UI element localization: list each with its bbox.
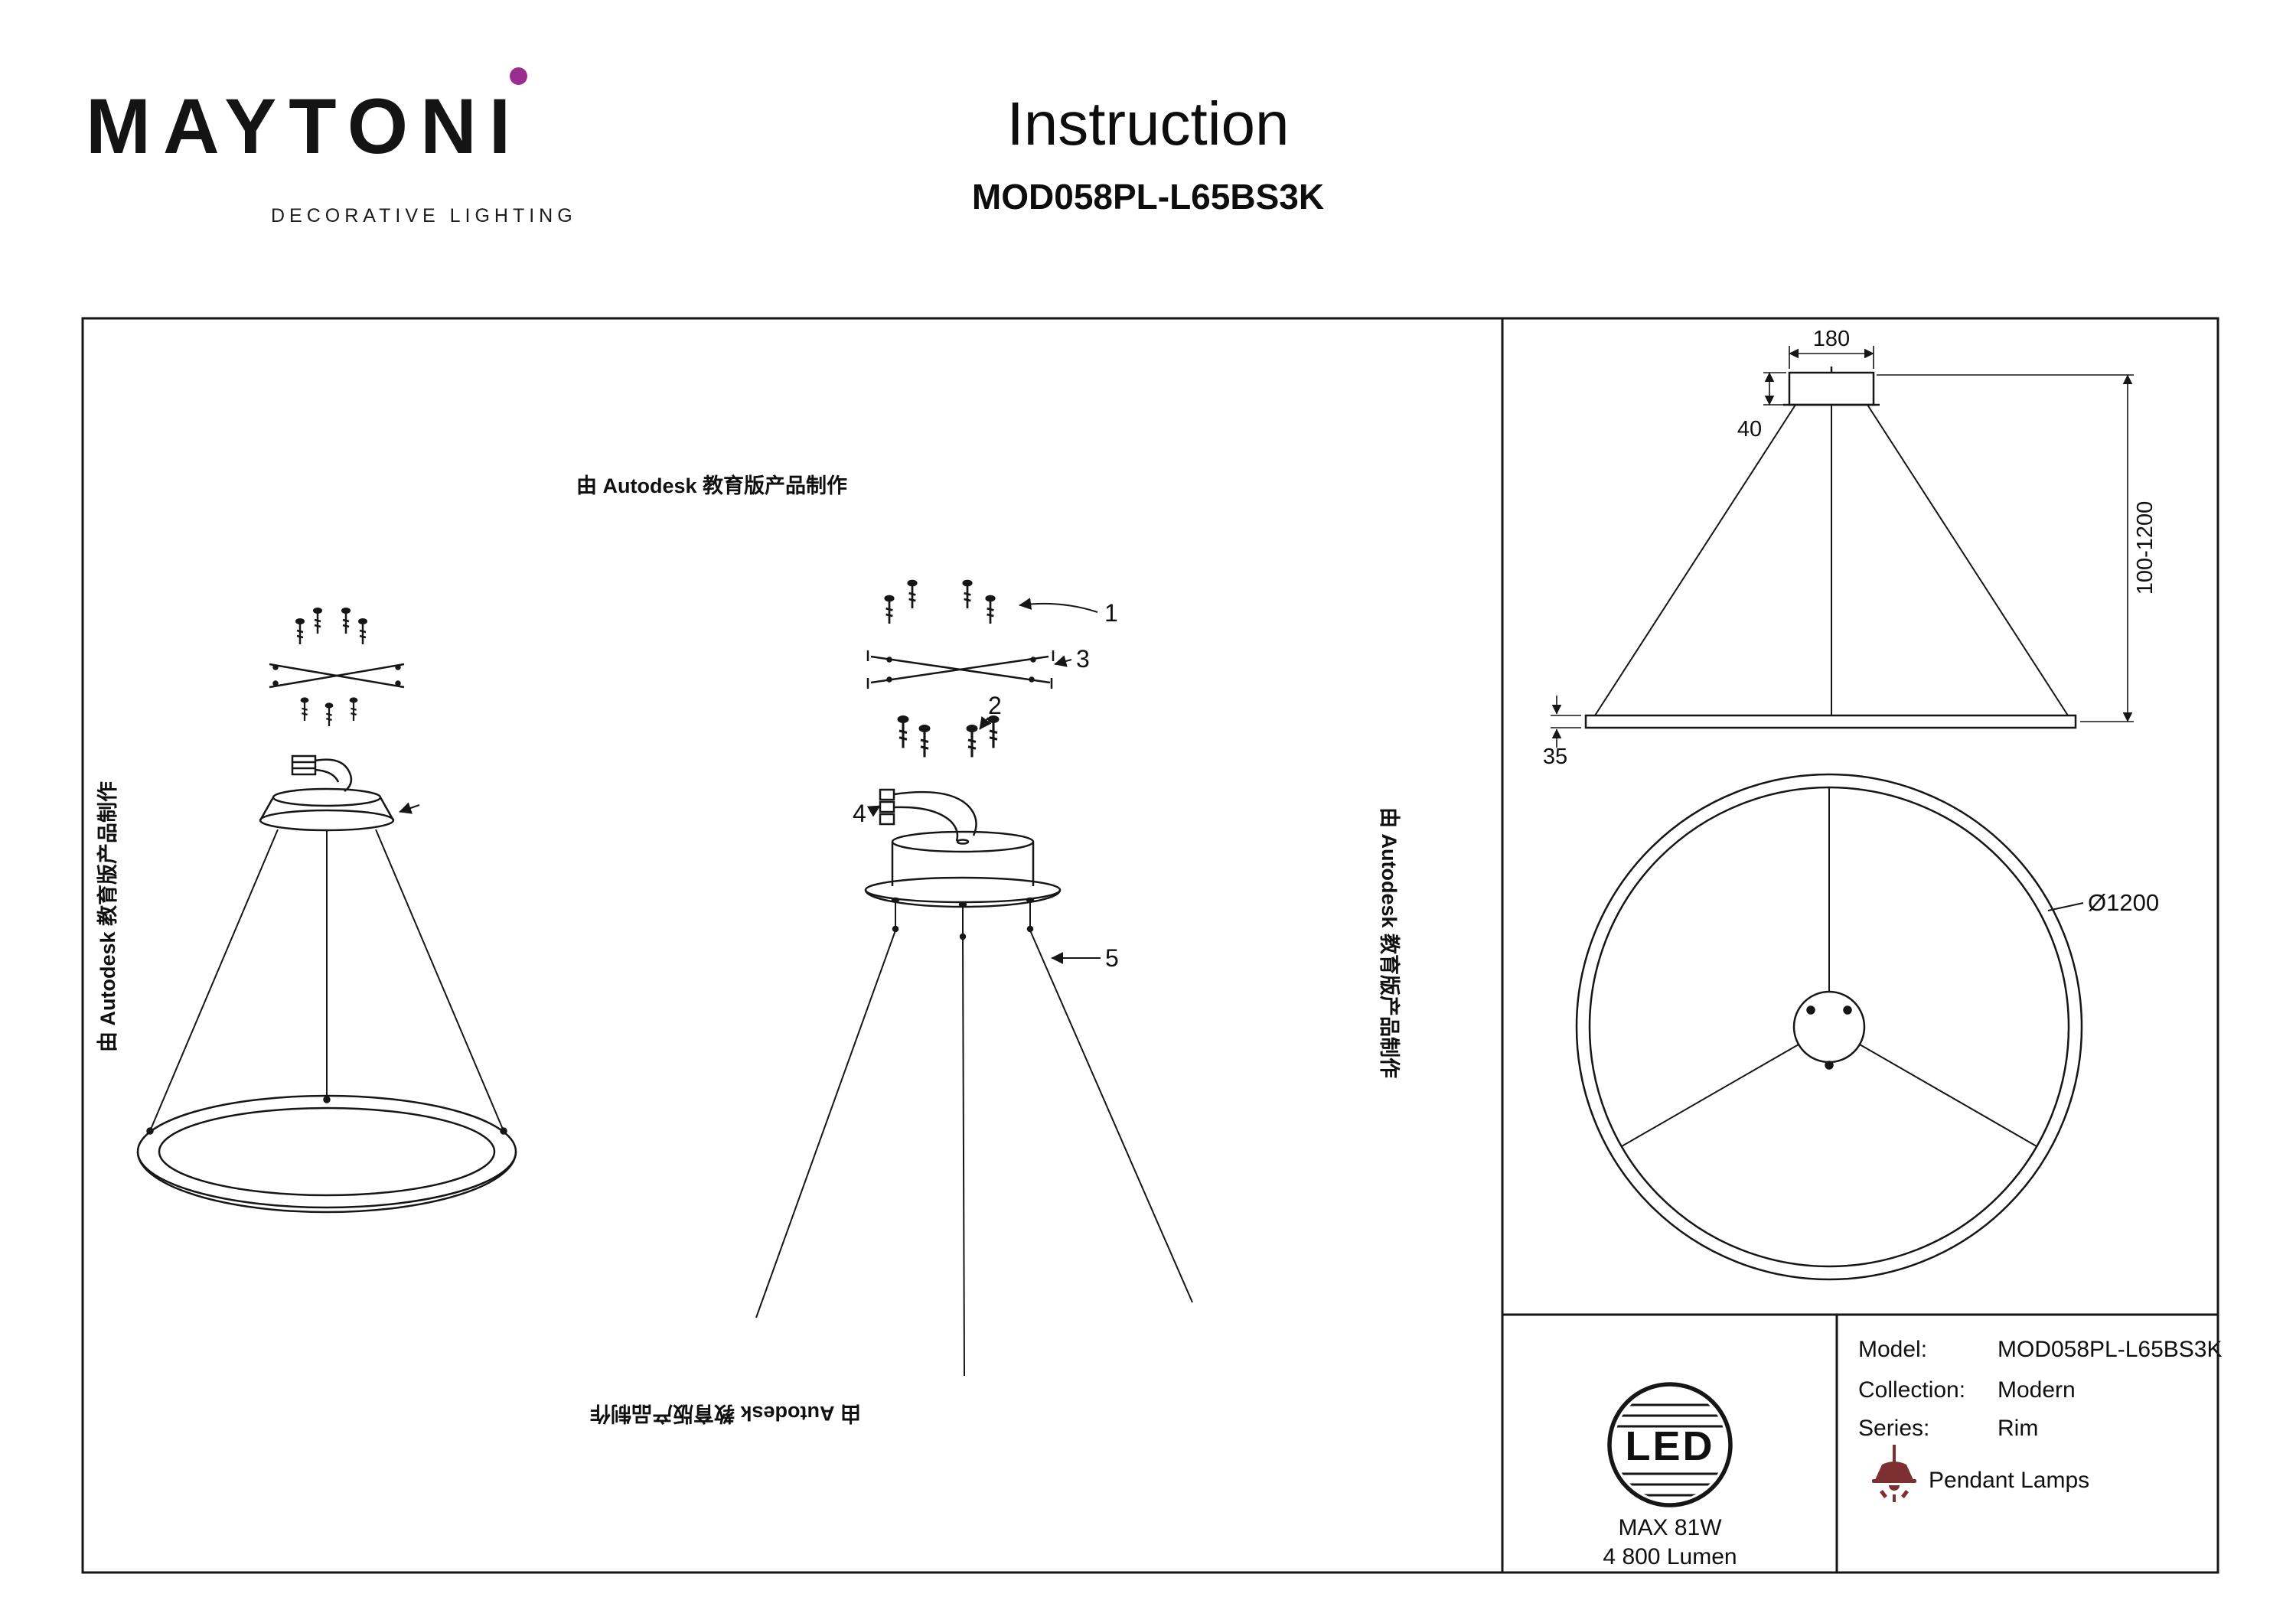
spec-series-label: Series: — [1858, 1416, 1929, 1441]
drawing-linework — [81, 317, 2219, 1574]
brand-name: MAYTONI — [86, 83, 523, 170]
callout-4: 4 — [853, 800, 866, 827]
dim-ring-diameter: Ø1200 — [2088, 889, 2159, 916]
exploded-view-diagram — [755, 578, 1193, 1377]
callout-5: 5 — [1105, 944, 1119, 972]
dimension-side-view — [1551, 346, 2134, 748]
spec-model-label: Model: — [1858, 1337, 1927, 1362]
spec-model-value: MOD058PL-L65BS3K — [1998, 1337, 2223, 1362]
spec-category: Pendant Lamps — [1929, 1468, 2089, 1493]
pendant-lamp-icon — [1872, 1445, 1916, 1502]
dim-canopy-width: 180 — [1813, 327, 1850, 351]
brand-tagline: DECORATIVE LIGHTING — [271, 205, 577, 227]
callout-3: 3 — [1076, 645, 1090, 673]
callout-1: 1 — [1104, 599, 1118, 627]
spec-max-power: MAX 81W — [1618, 1515, 1722, 1540]
callout-2: 2 — [988, 692, 1002, 719]
labels: 1 2 3 4 5 180 40 100-1200 35 Ø1200 由 Aut… — [96, 327, 2223, 1569]
dim-suspension-range: 100-1200 — [2133, 501, 2157, 595]
spec-collection-label: Collection: — [1858, 1377, 1965, 1403]
sheet-border — [81, 317, 2219, 1574]
spec-collection-value: Modern — [1998, 1377, 2076, 1403]
autodesk-watermark-left: 由 Autodesk 教育版产品制作 — [96, 781, 119, 1052]
spec-lumen: 4 800 Lumen — [1603, 1544, 1737, 1569]
autodesk-watermark-right: 由 Autodesk 教育版产品制作 — [1378, 807, 1401, 1078]
page-title: Instruction — [1006, 90, 1290, 158]
dim-ring-profile: 35 — [1543, 745, 1567, 769]
led-badge-label: LED — [1626, 1423, 1715, 1469]
dim-canopy-height: 40 — [1737, 417, 1762, 442]
page-model-number: MOD058PL-L65BS3K — [971, 177, 1325, 217]
brand-dot-icon — [510, 67, 527, 85]
autodesk-watermark-top: 由 Autodesk 教育版产品制作 — [576, 474, 847, 497]
assembled-pendant-diagram — [136, 606, 517, 1214]
dimension-ring-view — [1575, 773, 2084, 1281]
autodesk-watermark-bottom: 由 Autodesk 教育版产品制作 — [590, 1402, 861, 1426]
spec-series-value: Rim — [1998, 1416, 2038, 1441]
